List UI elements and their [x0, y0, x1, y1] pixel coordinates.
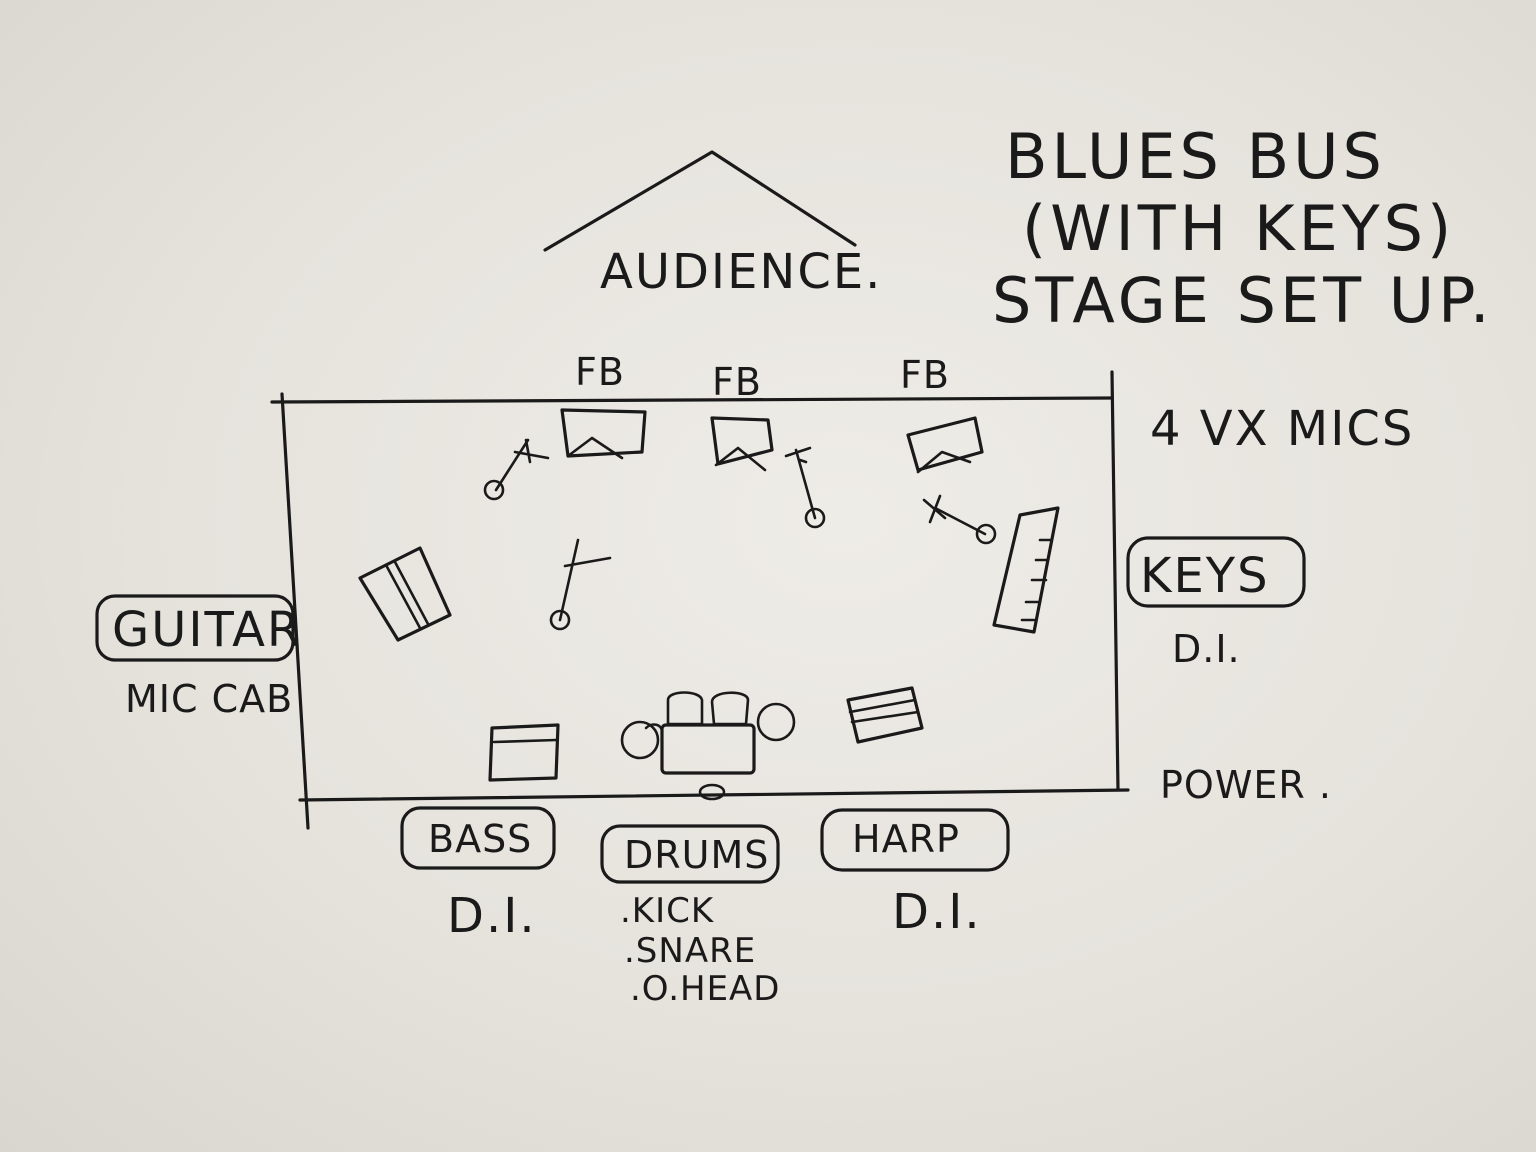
bass-amp	[488, 723, 560, 782]
power-note: POWER .	[1160, 763, 1332, 807]
rack-tom-2	[710, 691, 750, 726]
guitar-position: GUITAR MIC CAB	[95, 594, 302, 721]
drums-position: DRUMS .KICK .SNARE .O.HEAD	[600, 824, 781, 1009]
foldback-label-1: FB	[575, 350, 625, 394]
guitar-label: GUITAR	[112, 602, 302, 658]
cymbal	[756, 702, 796, 742]
rack-tom-1	[666, 691, 704, 726]
drum-stool	[698, 783, 726, 801]
drums-label: DRUMS	[624, 833, 769, 877]
drums-note-kick: .KICK	[620, 891, 715, 931]
guitar-note: MIC CAB	[125, 677, 293, 721]
harp-label-box	[820, 808, 1010, 872]
stage-outline	[270, 370, 1130, 830]
wedge-monitor-2	[710, 416, 774, 472]
title-line-2: (WITH KEYS)	[1022, 192, 1455, 265]
keys-position: KEYS D.I.	[1126, 536, 1306, 671]
wedge-monitor-1	[560, 408, 647, 460]
title-line-1: BLUES BUS	[1005, 120, 1386, 193]
vocal-mic-stand-1	[483, 438, 550, 501]
harp-label: HARP	[852, 817, 960, 861]
wedge-monitor-3	[906, 416, 984, 474]
drums-note-snare: .SNARE	[624, 931, 756, 971]
drums-note-overhead: .O.HEAD	[630, 969, 781, 1009]
drum-kit	[620, 691, 796, 801]
harp-position: HARP D.I.	[820, 808, 1010, 940]
keys-note: D.I.	[1172, 627, 1241, 671]
keys-label: KEYS	[1140, 548, 1270, 604]
vocal-mic-stand-2	[784, 446, 826, 529]
bass-label-box	[400, 806, 556, 870]
harp-amp	[846, 686, 924, 744]
kick-drum	[660, 723, 756, 775]
guitar-amp-cabinet	[358, 546, 452, 642]
foldback-label-2: FB	[712, 360, 762, 404]
floor-tom	[620, 720, 660, 760]
vocal-mic-stand-3	[922, 494, 997, 545]
bass-label: BASS	[428, 817, 532, 861]
vocal-mic-stand-4	[549, 538, 612, 631]
snare-drum	[644, 723, 664, 734]
audience-label: AUDIENCE.	[600, 244, 882, 300]
keys-label-box	[1126, 536, 1306, 608]
foldback-label-3: FB	[900, 353, 950, 397]
audience-roof-shape	[543, 150, 857, 252]
drums-label-box	[600, 824, 780, 884]
title-line-3: STAGE SET UP.	[992, 264, 1494, 337]
bass-position: BASS D.I.	[400, 806, 556, 944]
keyboard-instrument	[992, 506, 1060, 634]
guitar-label-box	[95, 594, 295, 662]
bass-note: D.I.	[447, 888, 537, 944]
harp-note: D.I.	[892, 884, 982, 940]
vocal-mics-note: 4 VX MICS	[1150, 401, 1414, 457]
